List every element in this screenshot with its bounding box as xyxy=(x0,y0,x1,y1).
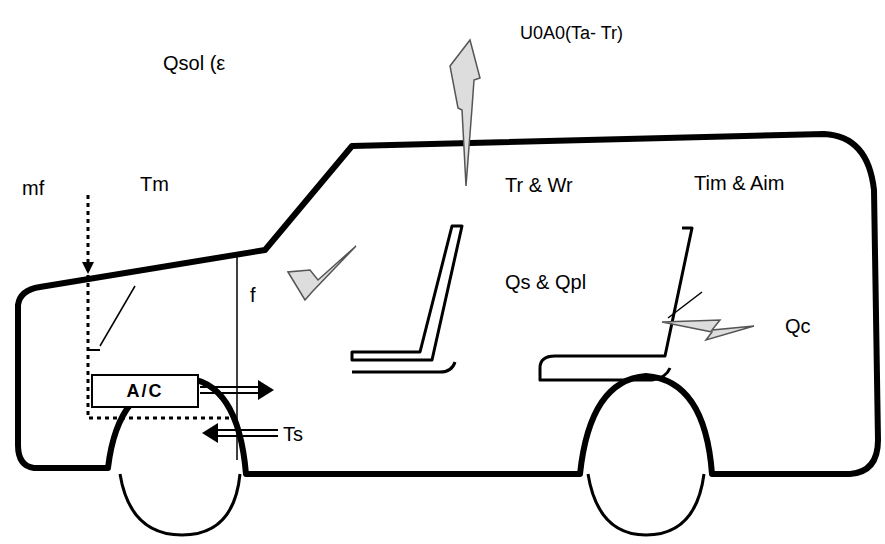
symbol-label: Qs & Qpl xyxy=(505,271,586,293)
process-box: A/C xyxy=(91,374,199,408)
symbol-label: Tr & Wr xyxy=(505,174,573,196)
symbol-label: f xyxy=(250,284,256,306)
symbol-label: U0A0(Ta- Tr) xyxy=(520,24,623,44)
symbol-label: Tim & Aim xyxy=(694,172,784,194)
symbol-label: mf xyxy=(22,177,44,199)
box-label: A/C xyxy=(127,381,164,402)
symbol-label: Ts xyxy=(283,423,303,445)
symbol-label: Qsol (ε xyxy=(163,52,225,74)
symbol-label: Tm xyxy=(140,173,169,195)
symbol-label: Qc xyxy=(785,315,811,337)
